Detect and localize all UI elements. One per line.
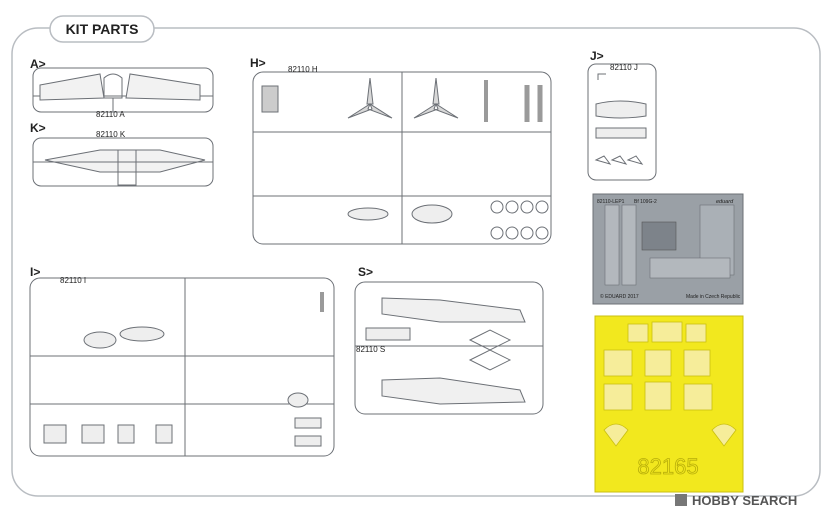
outer-frame: [11, 27, 821, 497]
hobby-search-logo-icon: [675, 494, 687, 506]
sprue-a: [32, 67, 214, 113]
sprue-h-code: 82110 H: [288, 65, 318, 74]
title-tab: [49, 15, 155, 43]
photo-etch-fret: [592, 193, 744, 305]
sprue-h: [252, 71, 552, 245]
pe-name: Bf 109G-2: [634, 199, 657, 205]
pe-origin: Made in Czech Republic: [686, 294, 741, 300]
pe-copyright: © EDUARD 2017: [600, 293, 639, 300]
sprue-k-code: 82110 K: [96, 130, 126, 139]
sprue-j-code: 82110 J: [610, 63, 638, 72]
sprue-h-label: H>: [250, 56, 266, 70]
sprue-s-code: 82110 S: [356, 345, 385, 354]
sprue-s-label: S>: [358, 265, 373, 279]
pe-brand: eduard: [716, 199, 734, 205]
sprue-j: [587, 63, 657, 181]
sprue-k-label: K>: [30, 121, 46, 135]
sprue-i: [29, 277, 335, 457]
pe-code: 82110-LEP1: [597, 199, 625, 205]
canopy-mask-sheet: [594, 315, 744, 493]
sprue-a-code: 82110 A: [96, 110, 125, 119]
mask-number: 82165: [637, 454, 698, 479]
sprue-i-label: I>: [30, 265, 40, 279]
watermark-text: HOBBY SEARCH: [692, 493, 797, 508]
page-title: KIT PARTS: [66, 21, 139, 37]
sprue-k: [32, 137, 214, 187]
sprue-j-label: J>: [590, 49, 604, 63]
sprue-s: [354, 281, 544, 415]
sprue-i-code: 82110 I: [60, 276, 86, 285]
